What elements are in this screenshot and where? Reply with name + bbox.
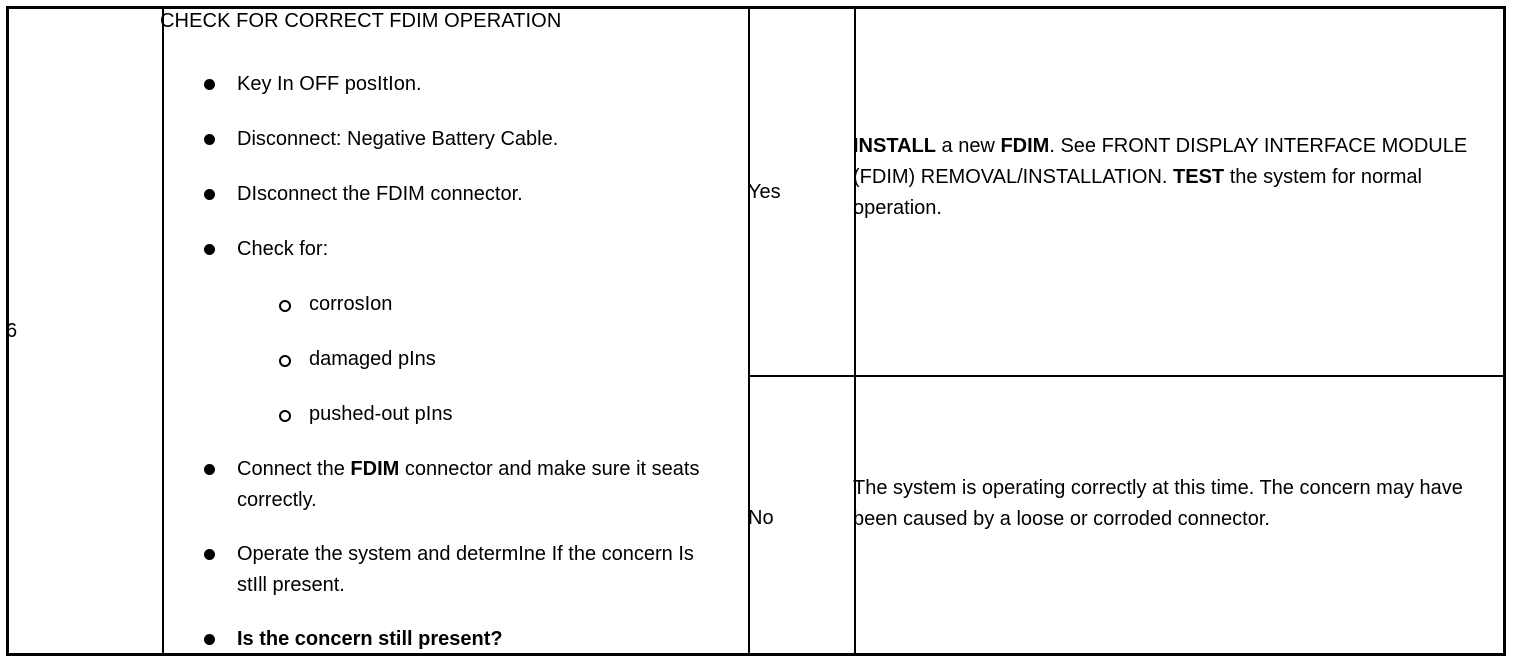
bullet-dot-icon <box>204 244 215 255</box>
step-title: CHECK FOR CORRECT FDIM OPERATION <box>160 10 562 32</box>
open-circle-icon <box>279 300 291 312</box>
answer-yes-action: INSTALL a new FDIM. See FRONT DISPLAY IN… <box>853 135 1468 219</box>
row-divider-yes-no <box>750 375 1503 377</box>
answer-yes-label: Yes <box>748 181 781 203</box>
open-circle-icon <box>279 410 291 422</box>
diagnostic-step-table <box>6 6 1506 656</box>
column-divider-result <box>748 9 750 653</box>
bullet-dot-icon <box>204 634 215 645</box>
bullet-dot-icon <box>204 189 215 200</box>
step-number: 6 <box>6 320 18 342</box>
bullet-dot-icon <box>204 549 215 560</box>
answer-no-action: The system is operating correctly at thi… <box>853 477 1463 530</box>
bullet-dot-icon <box>204 134 215 145</box>
bullet-dot-icon <box>204 79 215 90</box>
column-divider-action <box>854 9 856 653</box>
open-circle-icon <box>279 355 291 367</box>
column-divider-step <box>162 9 164 653</box>
bullet-dot-icon <box>204 464 215 475</box>
answer-no-label: No <box>748 507 774 529</box>
